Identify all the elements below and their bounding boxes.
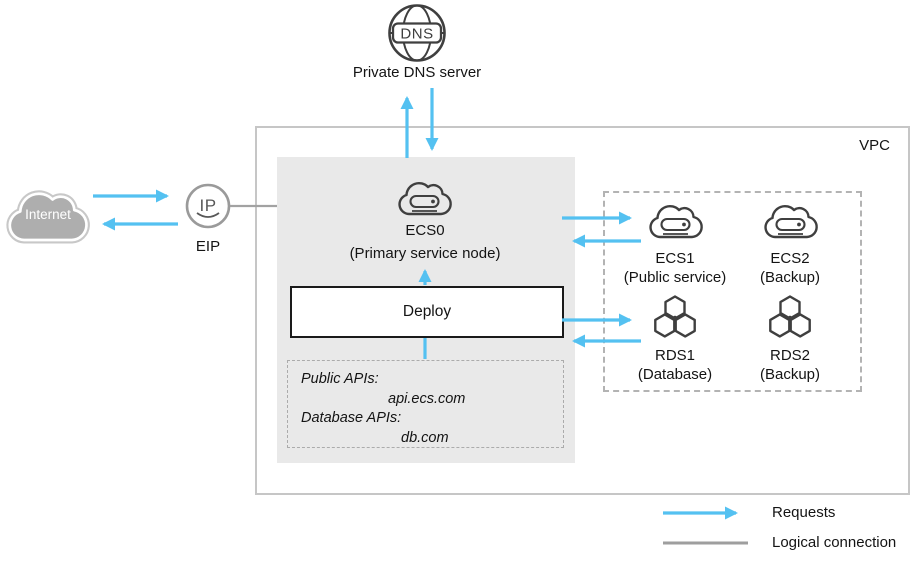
ecs1-icon	[649, 205, 703, 239]
ecs0-name: ECS0	[405, 222, 445, 239]
rds2-name: RDS2	[769, 347, 810, 364]
api-line-database: Database APIs:	[301, 410, 402, 426]
legend-requests-label: Requests	[772, 504, 836, 521]
ecs1-name: ECS1	[655, 250, 695, 267]
eip-icon: IP	[185, 183, 231, 229]
dns-icon-text: DNS	[400, 26, 433, 43]
dns-icon: DNS	[388, 4, 446, 62]
rds2-subtitle: (Backup)	[759, 366, 821, 383]
api-box: Public APIs: api.ecs.com Database APIs: …	[287, 360, 564, 448]
rds1-name: RDS1	[654, 347, 695, 364]
rds2-icon	[769, 295, 811, 338]
ecs2-subtitle: (Backup)	[759, 269, 821, 286]
cluster-boundary	[603, 191, 862, 392]
ecs1-subtitle: (Public service)	[623, 269, 727, 286]
vpc-label: VPC	[859, 137, 890, 154]
deploy-label: Deploy	[402, 303, 452, 320]
dns-label: Private DNS server	[352, 64, 482, 81]
ecs2-name: ECS2	[770, 250, 810, 267]
ecs0-icon	[398, 182, 452, 216]
legend-logical-label: Logical connection	[772, 534, 897, 551]
api-line-public: Public APIs:	[301, 371, 379, 387]
internet-cloud-icon	[6, 190, 90, 244]
eip-icon-text: IP	[199, 196, 216, 215]
internet-label: Internet	[25, 207, 71, 222]
eip-label: EIP	[195, 238, 221, 255]
deploy-box: Deploy	[290, 286, 564, 338]
rds1-icon	[654, 295, 696, 338]
api-line-public-value: api.ecs.com	[388, 390, 466, 407]
ecs0-subtitle: (Primary service node)	[349, 245, 501, 262]
rds1-subtitle: (Database)	[637, 366, 713, 383]
api-line-database-value: db.com	[401, 429, 449, 446]
ecs2-icon	[764, 205, 818, 239]
